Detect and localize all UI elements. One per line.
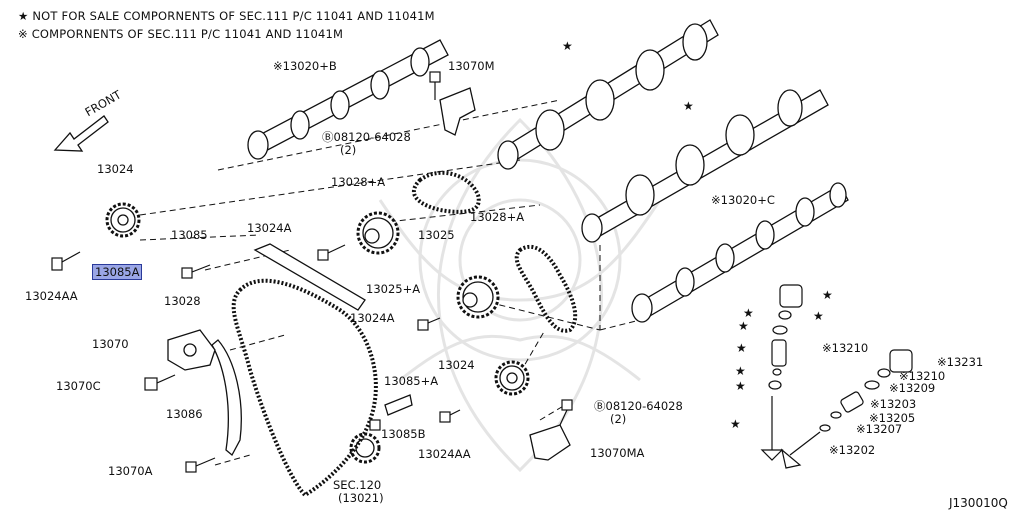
label-sec120-sub: (13021) [338,491,384,505]
label-13085: 13085 [171,228,208,242]
camshaft-middle [581,89,829,243]
front-arrow [53,115,109,152]
label-13025: 13025 [418,228,455,242]
valve-parts-left [760,284,803,461]
tensioner-13070 [167,329,216,371]
chain-guide-13085 [253,243,366,311]
label-13205: ※13205 [869,411,916,425]
label-13085b: 13085B [381,427,426,441]
label-13086: 13086 [166,407,203,421]
label-13020c: ※13020+C [711,193,775,207]
label-13070ma: 13070MA [590,446,645,460]
star-icon: ★ [736,341,747,355]
tensioner-13070ma [529,424,571,461]
label-13025a: 13025+A [366,282,421,296]
label-13070: 13070 [92,337,129,351]
drawing-id: J130010Q [949,496,1008,510]
sprocket-13024-top [105,202,141,238]
camshaft-13020c [631,182,849,323]
label-13203: ※13203 [870,397,917,411]
star-icon: ★ [813,309,824,323]
tensioner-13070m [439,87,476,136]
star-icon: ★ [822,288,833,302]
label-13028a: 13028+A [470,210,525,224]
star-icon: ★ [730,417,741,431]
label-08120-upper: Ⓑ08120-64028 [322,130,411,144]
label-sec120: SEC.120 [333,478,382,492]
label-08120-lower-qty: (2) [610,412,627,426]
label-13024-top: 13024 [97,162,134,176]
sprocket-13024-mid [494,360,530,396]
label-13210-b: ※13210 [899,369,946,383]
timing-chain-13028a-upper [411,170,481,214]
star-icon: ★ [562,39,573,53]
label-13209: ※13209 [889,381,936,395]
label-13024a-mid: 13024A [350,311,395,325]
timing-chain-13028 [231,278,378,498]
label-08120-lower: Ⓑ08120-64028 [594,399,683,413]
label-13070c: 13070C [56,379,101,393]
label-13024a: 13024A [247,221,292,235]
note-not-for-sale: ★ NOT FOR SALE COMPORNENTS OF SEC.111 P/… [18,9,435,23]
star-icon: ★ [735,364,746,378]
sprocket-crank [349,432,381,464]
note-components: ※ COMPORNENTS OF SEC.111 P/C 11041 AND 1… [18,27,344,41]
label-13231: ※13231 [937,355,984,369]
label-13024aa-bottom: 13024AA [418,447,471,461]
chain-guide-13086 [211,339,242,457]
star-icon: ★ [735,379,746,393]
label-08120-upper-qty: (2) [340,143,357,157]
camshaft-upper [497,19,719,170]
valve-parts-right [781,349,913,469]
label-13028: 13028 [164,294,201,308]
label-13210-a: ※13210 [822,341,869,355]
label-13085a: 13085A [92,264,143,280]
timing-chain-13028a [514,244,578,333]
label-13070m: 13070M [448,59,495,73]
label-13202: ※13202 [829,443,876,457]
label-13024aa: 13024AA [25,289,78,303]
label-13020b: ※13020+B [273,59,337,73]
label-13028b: 13028+A [331,175,386,189]
chain-guide-13085b [384,394,413,416]
label-13085plus-a: 13085+A [384,374,439,388]
bolts [51,71,573,473]
label-13024-mid: 13024 [438,358,475,372]
star-icon: ★ [738,319,749,333]
camshaft-13020b [247,39,449,160]
label-13207: ※13207 [856,422,903,436]
star-icon: ★ [683,99,694,113]
highlighted-part-13085a[interactable]: 13085A [92,264,143,280]
sprocket-13025 [356,211,400,255]
sprocket-13025a [456,275,500,319]
star-icon: ★ [743,306,754,320]
label-13070a: 13070A [108,464,153,478]
